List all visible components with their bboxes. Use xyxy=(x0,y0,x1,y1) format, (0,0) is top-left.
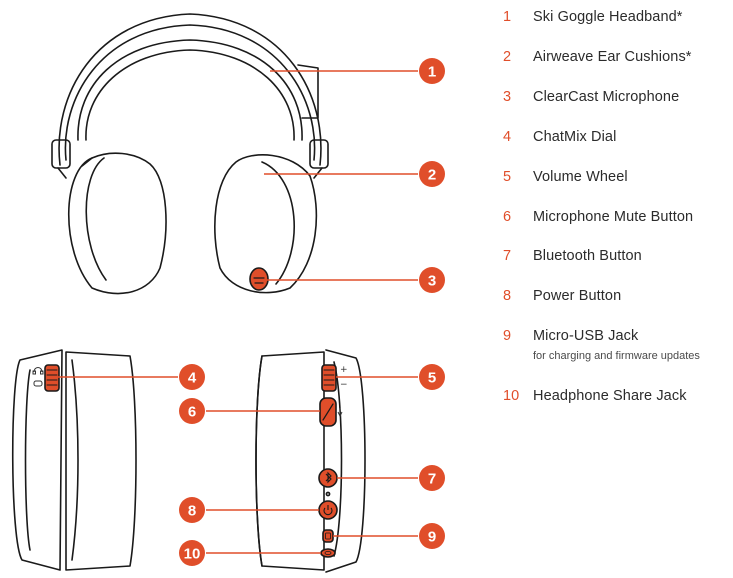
legend-label: ClearCast Microphone xyxy=(533,89,680,105)
mic-mute-icon xyxy=(337,408,343,418)
volume-minus-mark: − xyxy=(340,380,348,390)
volume-plus-mark: + xyxy=(340,365,348,375)
callout-8: 8 xyxy=(179,497,205,523)
legend-label: Headphone Share Jack xyxy=(533,388,687,404)
usb-port-icon xyxy=(325,532,331,540)
svg-text:10: 10 xyxy=(184,546,201,563)
callout-3: 3 xyxy=(419,267,445,293)
legend-note: for charging and firmware updates xyxy=(533,350,700,362)
legend-label: Power Button xyxy=(533,288,622,304)
legend-label: Volume Wheel xyxy=(533,169,628,185)
bluetooth-icon xyxy=(325,471,332,484)
svg-text:8: 8 xyxy=(188,503,196,520)
svg-text:2: 2 xyxy=(428,167,436,184)
share-jack-icon xyxy=(324,551,332,556)
legend-number: 7 xyxy=(503,248,512,264)
right-earcup-front xyxy=(214,154,318,294)
callout-1: 1 xyxy=(419,58,445,84)
svg-text:9: 9 xyxy=(428,529,436,546)
headset-icon xyxy=(32,367,44,375)
right-earcup-side xyxy=(255,349,366,573)
callout-7: 7 xyxy=(419,465,445,491)
legend-label: Airweave Ear Cushions* xyxy=(533,49,692,65)
svg-text:6: 6 xyxy=(188,404,196,421)
legend-label: Micro-USB Jack xyxy=(533,328,639,344)
callout-9: 9 xyxy=(419,523,445,549)
left-earcup-side xyxy=(11,349,137,571)
svg-text:4: 4 xyxy=(188,370,197,387)
callout-10: 10 xyxy=(179,540,205,566)
power-icon xyxy=(323,505,333,516)
callout-4: 4 xyxy=(179,364,205,390)
legend-number: 4 xyxy=(503,129,512,145)
legend-number: 5 xyxy=(503,169,512,185)
callout-2: 2 xyxy=(419,161,445,187)
legend-label: Bluetooth Button xyxy=(533,248,642,264)
legend-label: Ski Goggle Headband* xyxy=(533,9,683,25)
legend-number: 1 xyxy=(503,9,512,25)
svg-text:5: 5 xyxy=(428,370,436,387)
left-earcup-front xyxy=(68,152,167,295)
legend-number: 8 xyxy=(503,288,512,304)
legend-number: 3 xyxy=(503,89,512,105)
callout-6: 6 xyxy=(179,398,205,424)
svg-text:3: 3 xyxy=(428,273,436,290)
legend-number: 2 xyxy=(503,49,512,65)
legend-number: 9 xyxy=(503,328,512,344)
svg-text:1: 1 xyxy=(428,64,436,81)
game-icon xyxy=(33,380,43,387)
callout-5: 5 xyxy=(419,364,445,390)
legend-label: ChatMix Dial xyxy=(533,129,617,145)
svg-text:7: 7 xyxy=(428,471,436,488)
legend-number: 6 xyxy=(503,209,512,225)
legend-label: Microphone Mute Button xyxy=(533,209,694,225)
legend-number: 10 xyxy=(503,388,520,404)
headband-illustration xyxy=(51,13,329,179)
